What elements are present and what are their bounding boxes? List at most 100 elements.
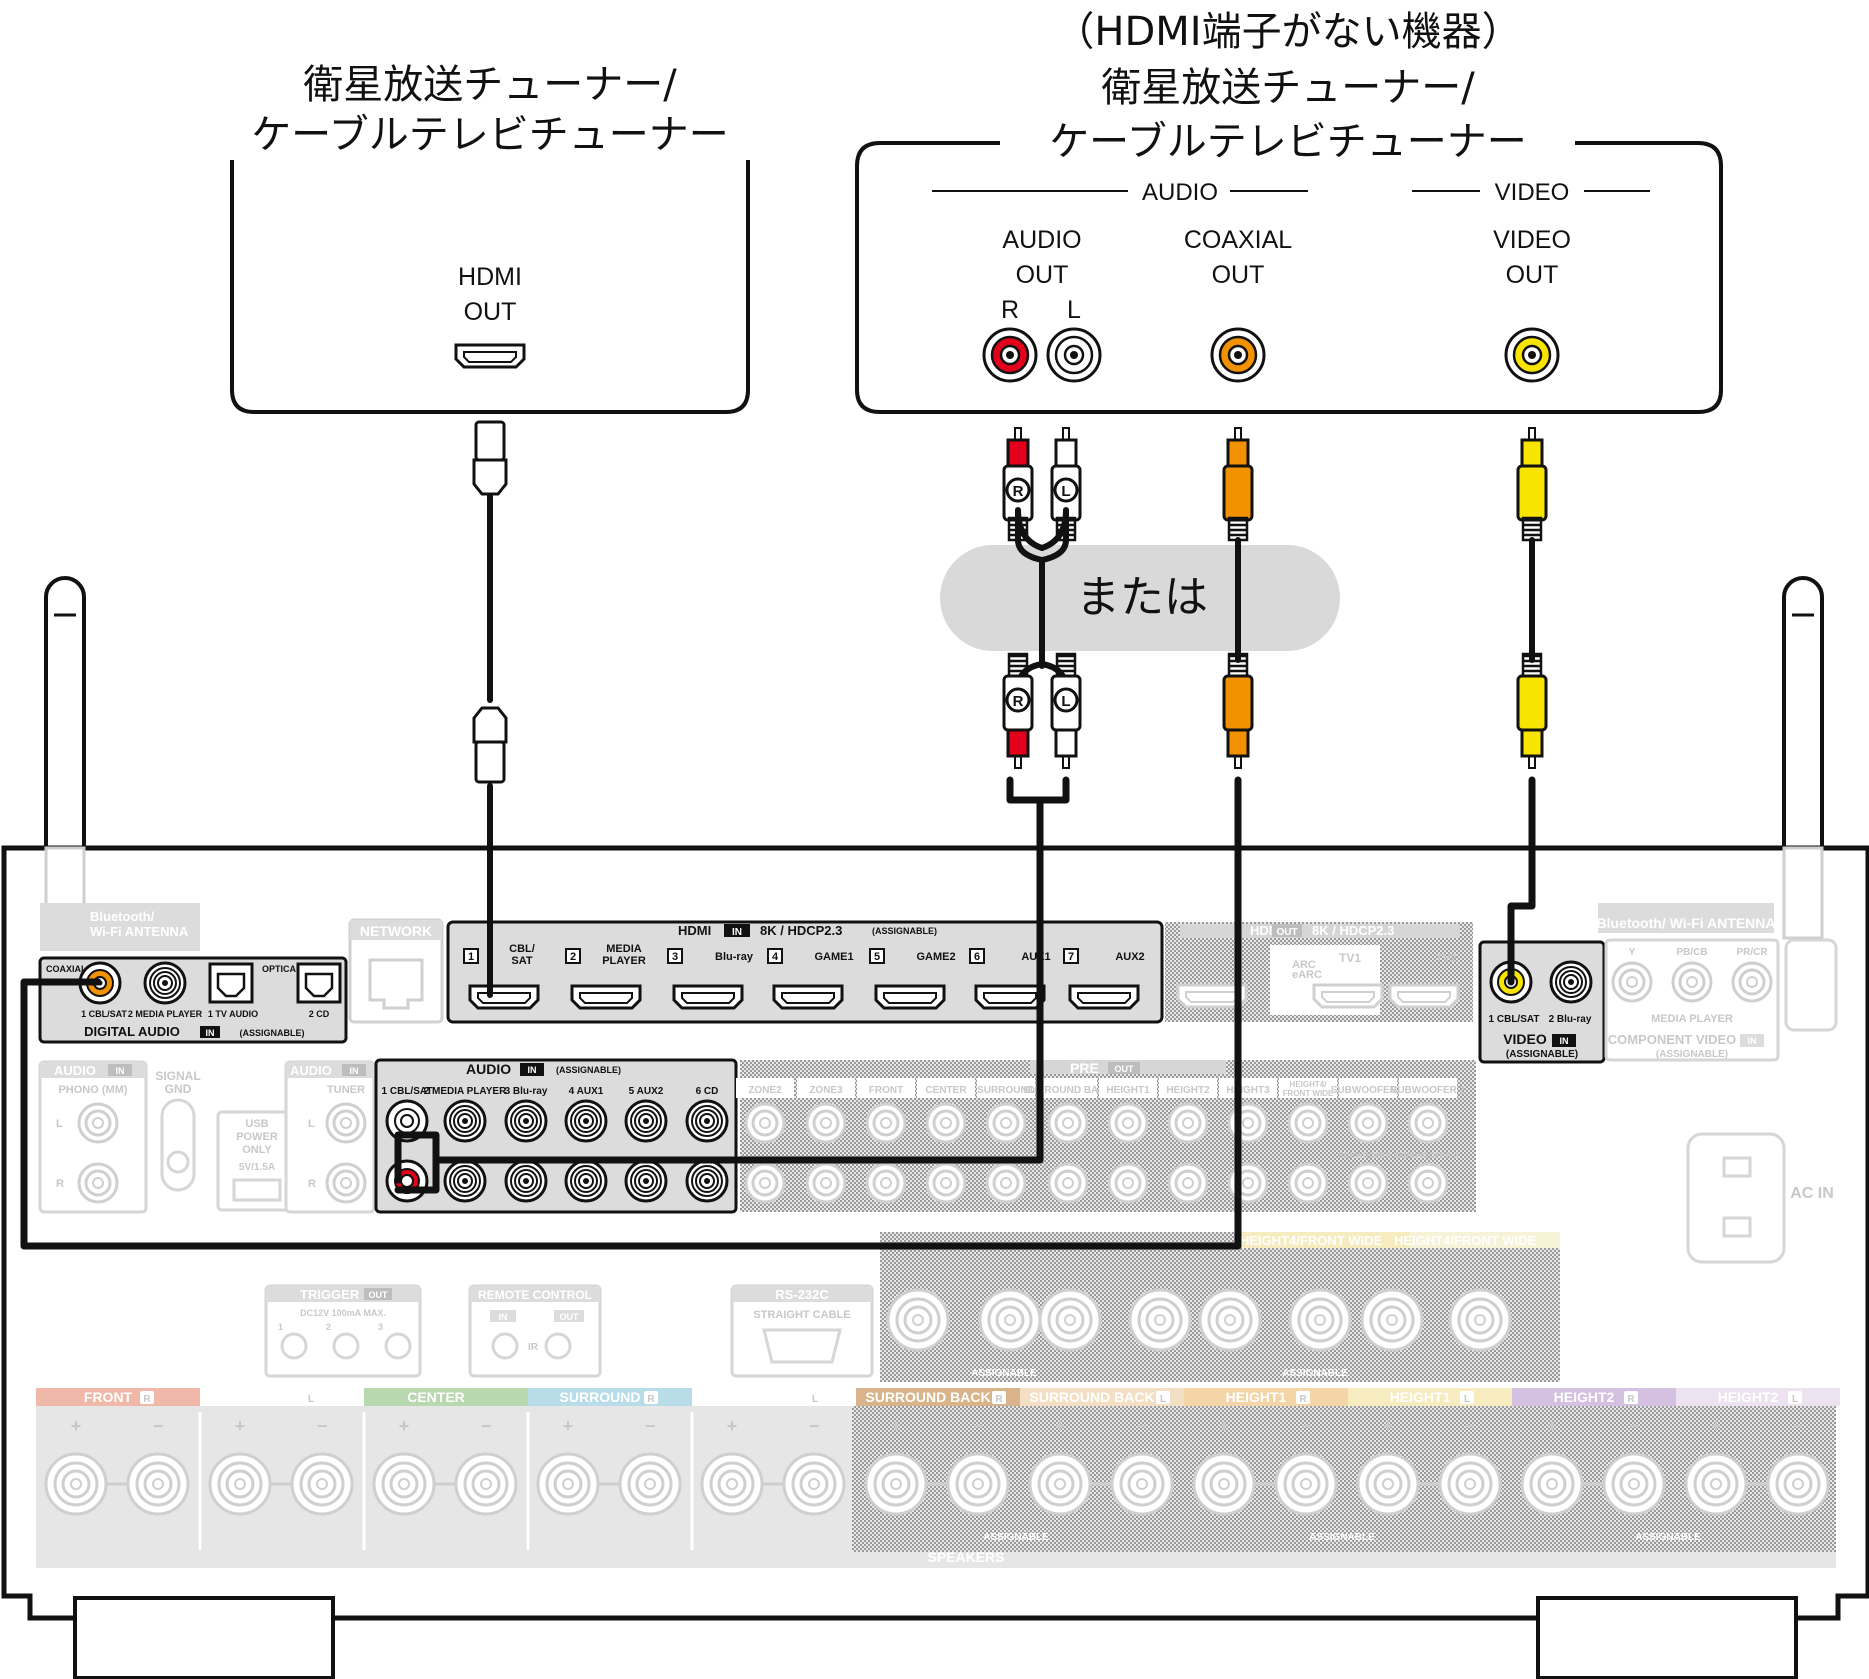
plug-label: R: [1013, 693, 1024, 710]
speaker-group-name: HEIGHT1: [1390, 1389, 1451, 1405]
usb-port: USB POWER ONLY 5V/1.5A: [216, 1110, 298, 1212]
trigger-num-2: 2: [326, 1322, 331, 1332]
pre-out-label: FRONT: [869, 1085, 903, 1096]
speaker-group-name: SURROUND BACK: [865, 1389, 990, 1405]
tuner-header: AUDIO: [290, 1063, 332, 1078]
audio-in-jack-3[interactable]: 3 Blu-ray: [504, 1086, 548, 1203]
antenna-right-label: Bluetooth/ Wi-Fi ANTENNA: [1597, 915, 1776, 931]
component-pb-label: PB/CB: [1676, 947, 1707, 958]
height4-terminal: [1038, 1288, 1102, 1352]
speaker-polarity: −: [1465, 1416, 1476, 1436]
hdmi-out-badge: OUT: [1276, 927, 1297, 938]
video-out-jack[interactable]: [1504, 327, 1560, 383]
phono-name: PHONO (MM): [58, 1084, 127, 1096]
ac-inlet: AC IN: [1686, 1132, 1834, 1264]
video-in-port-1: 1 CBL/SAT: [1489, 1014, 1540, 1025]
video-in-2[interactable]: [1549, 960, 1593, 1004]
hdmi-in-num: 7: [1068, 951, 1074, 963]
video-out-label-1: VIDEO: [1493, 226, 1571, 254]
audio-in-jack-5[interactable]: 5 AUX2: [624, 1086, 668, 1203]
analog-tuner-note: （HDMI端子がない機器）: [1054, 9, 1521, 55]
audio-out-l-jack[interactable]: [1046, 327, 1102, 383]
sub4-label: SUBWOOFER 4: [1398, 1151, 1458, 1160]
audio-in-jack-4[interactable]: 4 AUX1: [564, 1086, 608, 1203]
optical-in-1[interactable]: [208, 962, 254, 1004]
hdmi-out-port[interactable]: [454, 343, 526, 369]
coaxial-out-jack[interactable]: [1210, 327, 1266, 383]
component-badge: IN: [1748, 1036, 1757, 1046]
audio-out-r-jack[interactable]: [982, 327, 1038, 383]
component-video-panel: Y PB/CB PR/CR MEDIA PLAYER COMPONENT VID…: [1604, 938, 1838, 1062]
rca-plug: [1516, 427, 1548, 542]
speaker-group-channel: L: [1160, 1394, 1166, 1405]
speaker-polarity: +: [1547, 1416, 1558, 1436]
signal-gnd: SIGNAL GND: [155, 1069, 201, 1192]
network-port: NETWORK: [348, 918, 444, 1024]
rca-plug-R: R: [1002, 652, 1034, 769]
hdmi-in-name: GAME2: [916, 951, 955, 963]
remote-header: REMOTE CONTROL: [478, 1288, 592, 1302]
hdmi-in-assignable: (ASSIGNABLE): [872, 926, 937, 936]
hdmi-in-name: AUX2: [1115, 951, 1144, 963]
speaker-group-channel: L: [1464, 1394, 1470, 1405]
hdmi-out-spec: 8K / HDCP2.3: [1312, 923, 1394, 938]
digital-audio-panel: COAXIAL OPTICAL 1 CBL/SAT 2 MEDIA PLAYER…: [38, 956, 348, 1044]
phono-l: L: [56, 1118, 63, 1130]
left-foot: [73, 1596, 335, 1679]
optical-in-2[interactable]: [296, 962, 342, 1004]
digital-port-1: 1 CBL/SAT: [81, 1009, 127, 1019]
height4-terminal: [1360, 1288, 1424, 1352]
video-out-label-2: OUT: [1506, 261, 1559, 289]
stereo-cable-bottom-bridge: [1006, 776, 1070, 804]
assignable-label: ASSIGNABLE: [971, 1368, 1037, 1379]
earc-label: eARC: [1292, 969, 1322, 981]
audio-in-jack-2[interactable]: 2 MEDIA PLAYER: [424, 1086, 507, 1203]
pre-out-jack-10: HEIGHT4/FRONT WIDE: [1279, 1078, 1337, 1204]
speaker-polarity: −: [481, 1416, 492, 1436]
speaker-group-channel: R: [995, 1394, 1003, 1405]
video-in-port-2: 2 Blu-ray: [1549, 1014, 1592, 1025]
speaker-group-channel: L: [1792, 1394, 1798, 1405]
rs232c-port: RS-232C STRAIGHT CABLE: [730, 1284, 874, 1378]
hdmi-in-header: HDMI: [678, 923, 711, 938]
assignable-label: ASSIGNABLE: [1309, 1532, 1375, 1543]
remote-ir: IR: [528, 1342, 539, 1353]
audio-in-jack-6[interactable]: 6 CD: [685, 1086, 729, 1203]
stereo-cable-route-r: [394, 1156, 440, 1194]
hdmi-in-port-7[interactable]: 7 AUX2: [1063, 948, 1145, 1010]
speaker-polarity: −: [809, 1416, 820, 1436]
height4-terminal: [1198, 1288, 1262, 1352]
digital-audio-in-badge: IN: [206, 1028, 215, 1038]
coaxial-in-2[interactable]: [143, 961, 187, 1005]
rca-plug: [1222, 652, 1254, 769]
hdmi-plug: [472, 420, 508, 496]
hdmi-in-num: 2: [570, 951, 576, 963]
coaxial-cable-route: [20, 776, 1242, 1250]
height4-terminal: [978, 1288, 1042, 1352]
speaker-polarity: +: [399, 1416, 410, 1436]
hdmi-in-num: 3: [672, 951, 678, 963]
audio-out-label-2: OUT: [1016, 261, 1069, 289]
audio-in-label: 3 Blu-ray: [505, 1086, 548, 1097]
speaker-polarity: +: [1055, 1416, 1066, 1436]
hdmi-in-panel: HDMI IN 8K / HDCP2.3 (ASSIGNABLE) 1CBL/S…: [446, 920, 1164, 1024]
audio-in-assignable: (ASSIGNABLE): [556, 1065, 621, 1075]
phono-header: AUDIO: [54, 1063, 96, 1078]
pre-out-jack-1: ZONE2: [736, 1078, 794, 1204]
phono-section: AUDIO IN PHONO (MM) L R: [38, 1060, 148, 1214]
usb-label-2: POWER: [236, 1131, 278, 1143]
speaker-group-name: SURROUND BACK: [1029, 1389, 1154, 1405]
pre-out-label: HEIGHT1: [1106, 1085, 1150, 1096]
height4-terminal: [1128, 1288, 1192, 1352]
